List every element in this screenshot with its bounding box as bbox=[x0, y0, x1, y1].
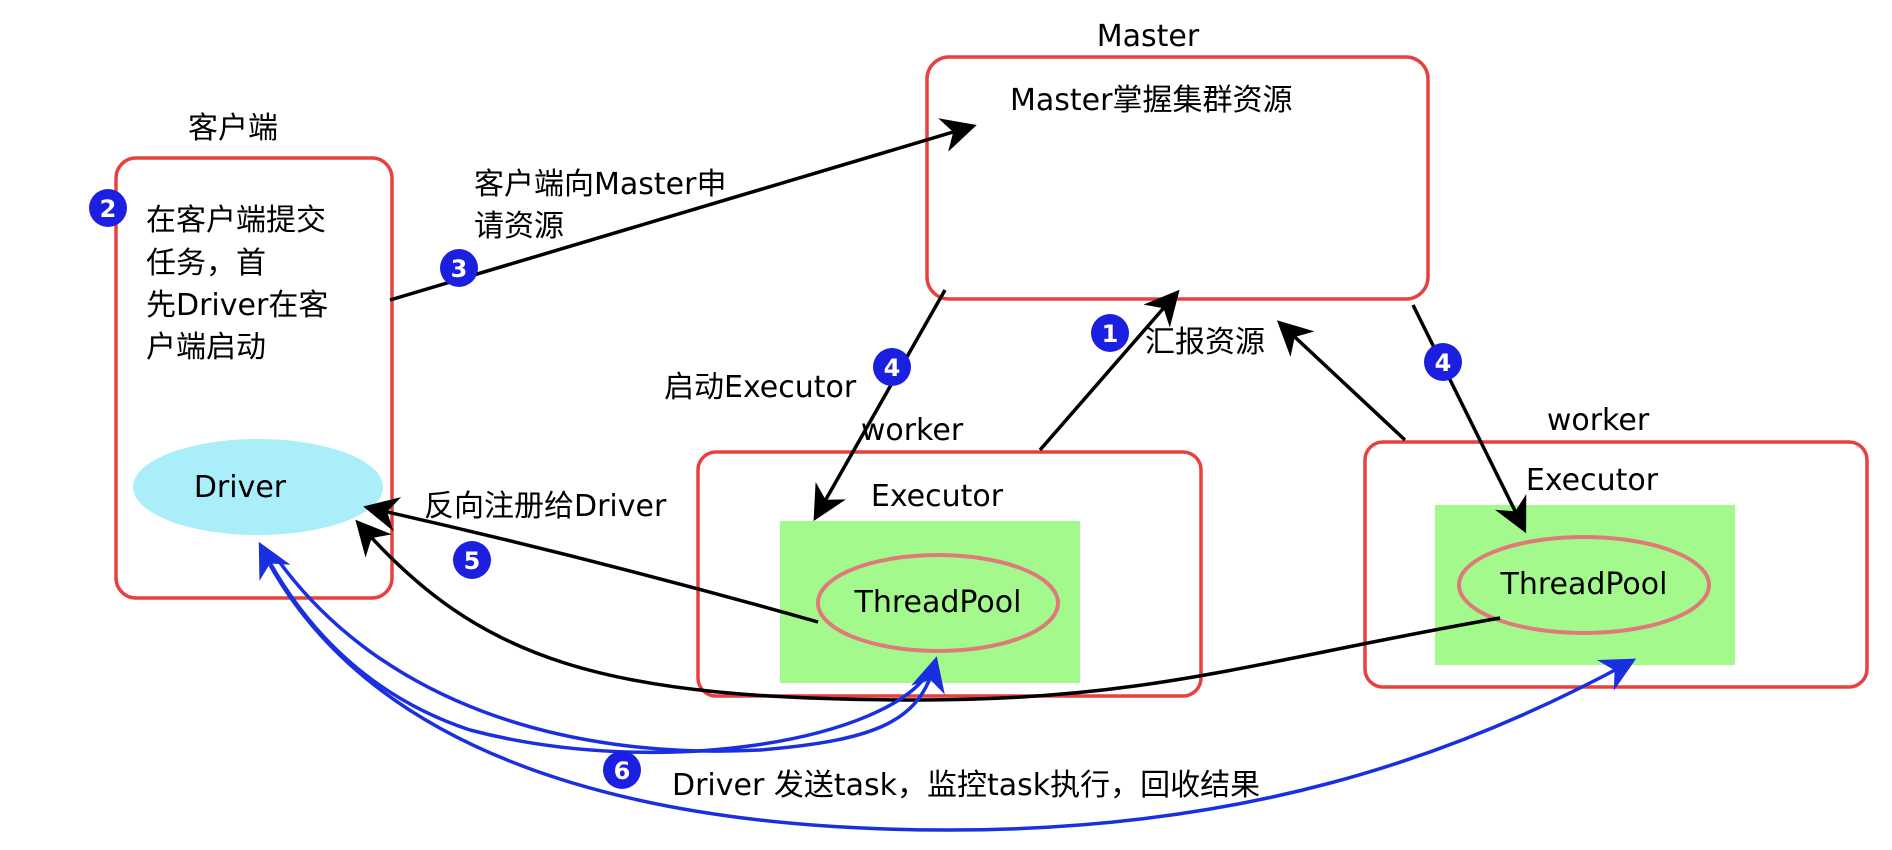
svg-text:4: 4 bbox=[884, 354, 901, 382]
worker1-executor-label: Executor bbox=[871, 479, 1004, 514]
svg-text:3: 3 bbox=[451, 255, 468, 283]
step5-label: 反向注册给Driver bbox=[424, 489, 667, 524]
master-title: Master bbox=[1097, 19, 1200, 54]
step3-label-line-1: 客户端向Master申 bbox=[474, 167, 726, 202]
step2-badge: 2 bbox=[89, 189, 127, 227]
worker1-title: worker bbox=[861, 413, 964, 448]
worker1-threadpool bbox=[816, 553, 1060, 653]
arrow-report-resources-2 bbox=[1276, 320, 1407, 442]
arrow-request-resources bbox=[389, 118, 977, 302]
client-desc-line-2: 任务，首 bbox=[146, 246, 266, 281]
arrow-send-task-2 bbox=[268, 564, 1637, 832]
arrow-report-resources-1 bbox=[1038, 289, 1180, 452]
svg-text:1: 1 bbox=[1102, 320, 1119, 348]
step1-label: 汇报资源 bbox=[1145, 325, 1265, 360]
svg-text:2: 2 bbox=[100, 195, 117, 223]
step4a-label: 启动Executor bbox=[664, 370, 857, 405]
worker1-threadpool-label: ThreadPool bbox=[854, 585, 1022, 620]
driver-label: Driver bbox=[194, 470, 287, 505]
worker2-threadpool-label: ThreadPool bbox=[1500, 567, 1668, 602]
svg-text:4: 4 bbox=[1435, 349, 1452, 377]
client-desc-line-4: 户端启动 bbox=[146, 330, 266, 365]
arrow-launch-executor-2 bbox=[1411, 304, 1527, 534]
step6-label: Driver 发送task，监控task执行，回收结果 bbox=[672, 768, 1260, 803]
step3-badge: 3 bbox=[440, 249, 478, 287]
svg-text:5: 5 bbox=[464, 547, 481, 575]
master-desc: Master掌握集群资源 bbox=[1010, 83, 1292, 118]
step6-badge: 6 bbox=[603, 751, 641, 789]
arrow-register-driver-1 bbox=[363, 497, 819, 624]
client-title: 客户端 bbox=[188, 111, 278, 146]
worker2-title: worker bbox=[1547, 403, 1650, 438]
step4a-badge: 4 bbox=[873, 348, 911, 386]
worker2-threadpool bbox=[1457, 535, 1711, 635]
arrow-send-task-1 bbox=[276, 558, 945, 753]
client-desc-line-3: 先Driver在客 bbox=[146, 288, 328, 323]
step5-badge: 5 bbox=[453, 541, 491, 579]
step4b-badge: 4 bbox=[1424, 343, 1462, 381]
step3-label-line-2: 请资源 bbox=[474, 209, 564, 244]
client-desc-line-1: 在客户端提交 bbox=[146, 203, 326, 238]
svg-text:6: 6 bbox=[614, 757, 631, 785]
driver-node bbox=[133, 439, 383, 535]
worker2-executor-label: Executor bbox=[1526, 463, 1659, 498]
step1-badge: 1 bbox=[1091, 314, 1129, 352]
arrow-launch-executor-1 bbox=[813, 289, 947, 522]
